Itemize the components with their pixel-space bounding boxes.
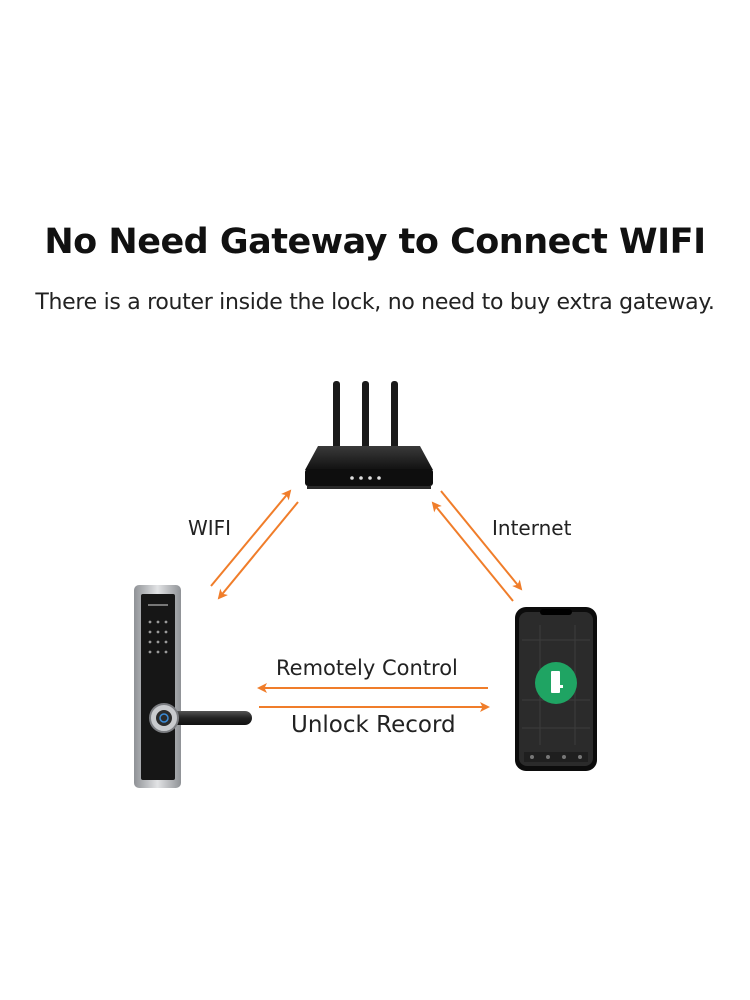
internet-label: Internet [492,516,572,540]
page-subtitle: There is a router inside the lock, no ne… [35,290,715,315]
router-icon [305,381,433,489]
remote-control-label: Remotely Control [276,656,458,680]
arrow-phone-to-router [431,501,514,602]
smartphone-icon [515,607,597,771]
arrow-router-to-phone [440,490,523,591]
arrow-lock-to-router [210,489,292,587]
smart-lock-icon [134,585,252,788]
unlock-record-label: Unlock Record [291,712,456,738]
arrow-router-to-lock [217,501,299,600]
page-title: No Need Gateway to Connect WIFI [44,222,706,262]
wifi-label: WIFI [188,516,232,540]
